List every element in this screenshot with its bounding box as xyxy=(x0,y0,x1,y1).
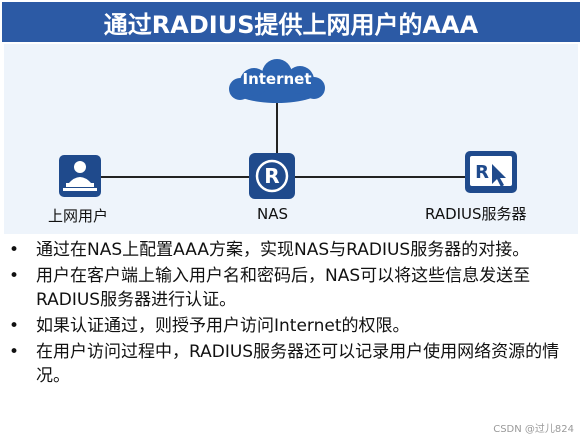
bullet-dot-icon: • xyxy=(9,240,20,260)
bullet-text: 在用户访问过程中，RADIUS服务器还可以记录用户使用网络资源的情况。 xyxy=(36,342,560,386)
link-nas-radius xyxy=(280,176,490,178)
list-item: • 在用户访问过程中，RADIUS服务器还可以记录用户使用网络资源的情况。 xyxy=(0,340,582,388)
cloud-icon xyxy=(229,59,325,103)
watermark: CSDN @过儿824 xyxy=(493,424,574,435)
svg-text:R: R xyxy=(475,162,489,183)
user-label: 上网用户 xyxy=(48,207,109,225)
radius-server-label: RADIUS服务器 xyxy=(425,205,527,223)
link-nas-internet xyxy=(276,100,278,156)
server-icon: R xyxy=(465,151,517,193)
bullet-text: 如果认证通过，则授予用户访问Internet的权限。 xyxy=(36,316,410,336)
internet-label: Internet xyxy=(242,70,312,88)
bullet-dot-icon: • xyxy=(9,342,20,362)
list-item: • 通过在NAS上配置AAA方案，实现NAS与RADIUS服务器的对接。 xyxy=(0,238,582,262)
svg-text:R: R xyxy=(264,164,279,188)
user-terminal-icon xyxy=(59,155,101,197)
list-item: • 如果认证通过，则授予用户访问Internet的权限。 xyxy=(0,314,582,338)
nas-label: NAS xyxy=(257,205,289,223)
page-title: 通过RADIUS提供上网用户的AAA xyxy=(103,10,479,39)
router-icon: R xyxy=(249,153,295,199)
list-item: • 用户在客户端上输入用户名和密码后，NAS可以将这些信息发送至RADIUS服务… xyxy=(0,264,582,312)
bullet-dot-icon: • xyxy=(9,266,20,286)
bullet-list: • 通过在NAS上配置AAA方案，实现NAS与RADIUS服务器的对接。 • 用… xyxy=(0,238,582,390)
bullet-dot-icon: • xyxy=(9,316,20,336)
bullet-text: 通过在NAS上配置AAA方案，实现NAS与RADIUS服务器的对接。 xyxy=(36,240,530,260)
bullet-text: 用户在客户端上输入用户名和密码后，NAS可以将这些信息发送至RADIUS服务器进… xyxy=(36,266,531,310)
title-bar: 通过RADIUS提供上网用户的AAA xyxy=(2,2,580,42)
link-user-nas xyxy=(80,176,280,178)
